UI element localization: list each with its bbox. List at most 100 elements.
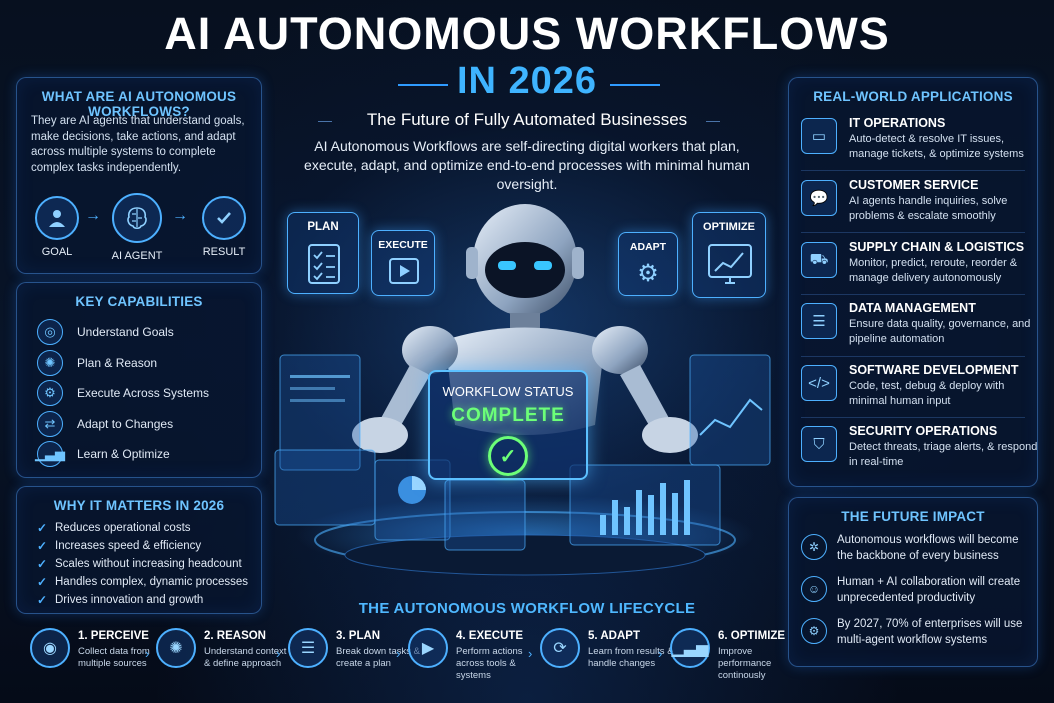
adapt-card: ADAPT ⚙ [618, 232, 678, 296]
lifecycle-step: ▁▃▅ 6. OPTIMIZE Improve performance cont… [670, 626, 802, 686]
status-title: WORKFLOW STATUS [442, 384, 574, 399]
brain-icon [112, 193, 162, 243]
capabilities-panel: KEY CAPABILITIES ◎ Understand Goals ✺ Pl… [16, 282, 262, 478]
intro-text: AI Autonomous Workflows are self-directi… [304, 138, 750, 192]
play-icon: ▶ [408, 628, 448, 668]
capability-item: ✺ Plan & Reason [37, 350, 157, 376]
application-desc: Detect threats, triage alerts, & respond… [849, 441, 1038, 468]
application-desc: Code, test, debug & deploy with minimal … [849, 380, 1005, 407]
play-icon [389, 258, 419, 284]
why-item-text: Drives innovation and growth [55, 594, 204, 606]
page-subtitle: IN 2026 [456, 60, 598, 102]
capability-label: Adapt to Changes [77, 417, 174, 431]
capability-label: Learn & Optimize [77, 447, 170, 461]
application-title: SOFTWARE DEVELOPMENT [849, 363, 1019, 377]
flow-agent-label: AI AGENT [111, 250, 163, 262]
step-name: 4. EXECUTE [456, 630, 524, 642]
checklist-icon [308, 244, 340, 284]
card-label: PLAN [307, 221, 339, 233]
arrow-icon: › [658, 646, 663, 661]
lifecycle-step: ⟳ 5. ADAPT Learn from results & handle c… [540, 626, 674, 686]
lifecycle-title: THE AUTONOMOUS WORKFLOW LIFECYCLE [358, 600, 696, 617]
applications-title: REAL-WORLD APPLICATIONS [813, 89, 1013, 104]
why-item: ✓ Scales without increasing headcount [37, 557, 242, 571]
database-icon: ☰ [801, 303, 837, 339]
arrow-icon: → [85, 207, 101, 224]
arrow-icon: › [396, 646, 401, 661]
flow-goal-label: GOAL [41, 246, 73, 258]
brain-icon: ✺ [37, 350, 63, 376]
capability-item: ⚙ Execute Across Systems [37, 380, 209, 406]
application-title: SUPPLY CHAIN & LOGISTICS [849, 240, 1025, 254]
check-icon: ✓ [488, 436, 528, 476]
application-desc: Ensure data quality, governance, and pip… [849, 318, 1031, 345]
step-desc: Collect data from multiple sources [78, 646, 150, 669]
divider [801, 417, 1025, 418]
divider [801, 356, 1025, 357]
application-title: SECURITY OPERATIONS [849, 424, 998, 438]
target-icon: ◎ [37, 319, 63, 345]
capability-label: Understand Goals [77, 325, 174, 339]
step-name: 6. OPTIMIZE [718, 630, 786, 642]
application-item: </> SOFTWARE DEVELOPMENT Code, test, deb… [801, 363, 1033, 421]
agents-icon: ⚙ [801, 618, 827, 644]
step-name: 5. ADAPT [588, 630, 640, 642]
why-title: WHY IT MATTERS IN 2026 [53, 498, 225, 513]
checklist-icon: ☰ [288, 628, 328, 668]
shield-icon: ⛉ [801, 426, 837, 462]
arrow-icon: › [145, 646, 150, 661]
title-dash-right [610, 84, 660, 86]
step-desc: Understand context & define approach [204, 646, 287, 669]
gear-icon: ⚙ [637, 260, 659, 287]
application-item: ⛉ SECURITY OPERATIONS Detect threats, tr… [801, 424, 1037, 482]
tagline: The Future of Fully Automated Businesses [366, 110, 688, 129]
lifecycle-step: ◉ 1. PERCEIVE Collect data from multiple… [30, 626, 162, 686]
chart-icon [708, 244, 752, 284]
title-dash-left [398, 84, 448, 86]
application-desc: Auto-detect & resolve IT issues, manage … [849, 133, 1024, 160]
optimize-card: OPTIMIZE [692, 212, 766, 298]
capability-label: Execute Across Systems [77, 386, 210, 400]
chart-icon: ▁▃▅ [670, 628, 710, 668]
step-name: 3. PLAN [336, 630, 381, 642]
application-title: DATA MANAGEMENT [849, 301, 976, 315]
chart-icon: ▁▃▅ [35, 441, 65, 467]
divider [801, 170, 1025, 171]
network-icon: ✲ [801, 534, 827, 560]
capability-item: ◎ Understand Goals [37, 319, 174, 345]
step-desc: Improve performance continously [718, 646, 772, 681]
capability-label: Plan & Reason [77, 356, 158, 370]
applications-panel: REAL-WORLD APPLICATIONS ▭ IT OPERATIONS … [788, 77, 1038, 487]
truck-icon: ⛟ [801, 242, 837, 278]
people-icon: ☺ [801, 576, 827, 602]
why-item: ✓Increases speed & efficiency [37, 539, 201, 553]
status-value: COMPLETE [451, 405, 565, 426]
application-title: CUSTOMER SERVICE [849, 178, 979, 192]
check-icon [202, 196, 246, 240]
what-title: WHAT ARE AI AUTONOMOUS WORKFLOWS? [41, 89, 237, 119]
arrow-icon: › [276, 646, 281, 661]
why-item-text: Scales without increasing headcount [55, 558, 242, 570]
capabilities-title: KEY CAPABILITIES [75, 294, 203, 309]
lifecycle-step: ▶ 4. EXECUTE Perform actions across tool… [408, 626, 540, 686]
what-panel: WHAT ARE AI AUTONOMOUS WORKFLOWS? They a… [16, 77, 262, 274]
application-title: IT OPERATIONS [849, 116, 946, 130]
step-name: 2. REASON [204, 630, 266, 642]
application-item: ☰ DATA MANAGEMENT Ensure data quality, g… [801, 301, 1033, 359]
why-item-text: Reduces operational costs [55, 522, 191, 534]
application-desc: AI agents handle inquiries, solve proble… [849, 195, 1008, 222]
why-item: ✓Drives innovation and growth [37, 593, 203, 607]
refresh-icon: ⟳ [540, 628, 580, 668]
lifecycle-step: ✺ 2. REASON Understand context & define … [156, 626, 288, 686]
flow-result-label: RESULT [202, 246, 246, 258]
why-item: ✓Handles complex, dynamic processes [37, 575, 248, 589]
application-item: ▭ IT OPERATIONS Auto-detect & resolve IT… [801, 116, 1033, 174]
plan-card: PLAN [287, 212, 359, 294]
future-text: By 2027, 70% of enterprises will use mul… [837, 618, 1023, 646]
future-panel: THE FUTURE IMPACT ✲ Autonomous workflows… [788, 497, 1038, 667]
why-panel: WHY IT MATTERS IN 2026 ✓ Reduces operatio… [16, 486, 262, 614]
step-name: 1. PERCEIVE [78, 630, 149, 642]
application-item: ⛟ SUPPLY CHAIN & LOGISTICS Monitor, pred… [801, 240, 1033, 298]
check-icon: ✓ [37, 557, 48, 571]
brain-icon: ✺ [156, 628, 196, 668]
